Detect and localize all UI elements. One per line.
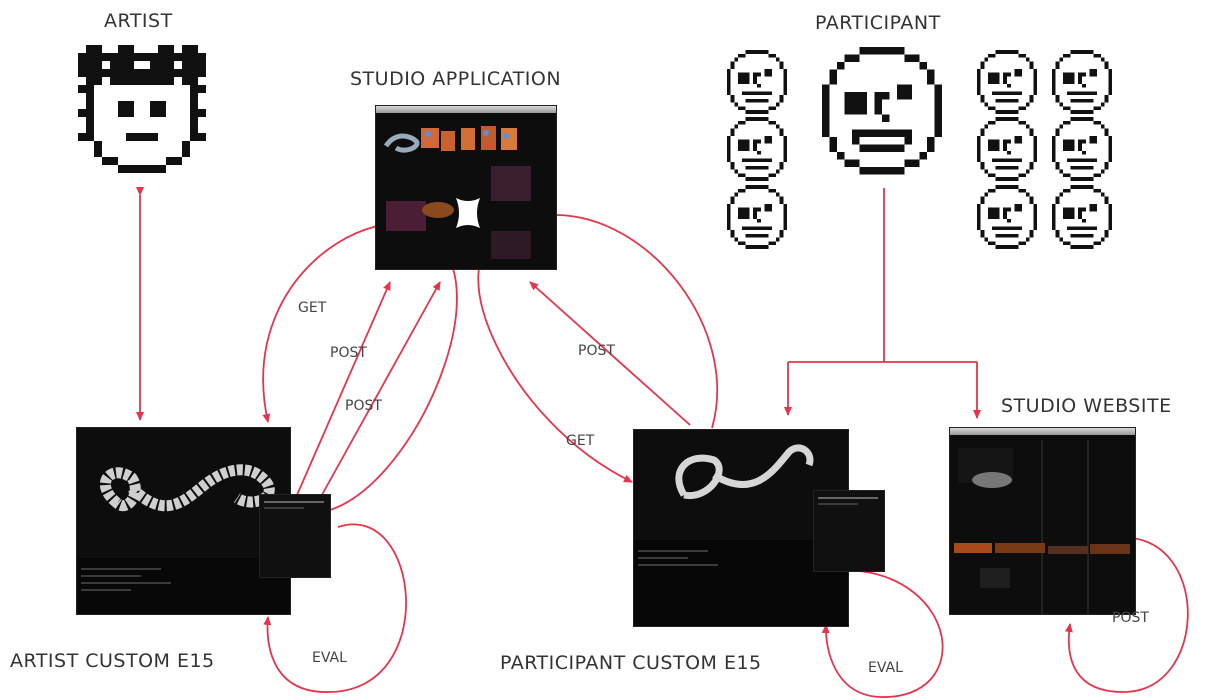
artist-e15-artwork (77, 464, 290, 614)
studio-application-screenshot (376, 106, 556, 269)
studio-website-screenshot (950, 428, 1135, 614)
studio-website-artwork (954, 440, 1130, 614)
edge-post1-artist-e15-to-studio (296, 281, 391, 496)
window-titlebar (376, 106, 556, 113)
edge-post-participant-e15-to-studio (529, 281, 691, 426)
pixel-artist-face-icon (78, 45, 206, 173)
node-label-artist-custom-e15: ARTIST CUSTOM E15 (10, 650, 215, 672)
edge-loop-studio-artist-e15 (329, 234, 458, 511)
node-label-studio-application: STUDIO APPLICATION (350, 68, 562, 90)
participant-e15-code-panel (814, 491, 884, 571)
pixel-smiley-face-icon (1051, 50, 1113, 114)
edge-loop-studio-participant-e15 (554, 214, 718, 429)
artist-custom-e15-screenshot (77, 428, 290, 614)
pixel-smiley-face-icon (726, 50, 788, 114)
edge-label-post-website: POST (1112, 610, 1149, 626)
edge-label-post-2: POST (345, 398, 382, 414)
edge-label-get-participant: GET (566, 433, 595, 449)
window-titlebar (950, 428, 1135, 435)
node-label-artist: ARTIST (104, 10, 173, 32)
edge-label-post-1: POST (330, 345, 367, 361)
edge-label-get-artist: GET (298, 300, 327, 316)
pixel-smiley-face-icon (1051, 117, 1113, 181)
pixel-smiley-face-icon (976, 185, 1038, 249)
pixel-smiley-face-icon (976, 117, 1038, 181)
edge-label-eval-artist: EVAL (312, 650, 347, 666)
pixel-smiley-face-icon (1051, 185, 1113, 249)
node-label-participant: PARTICIPANT (815, 12, 941, 34)
pixel-smiley-face-icon (822, 47, 942, 175)
pixel-smiley-face-icon (726, 117, 788, 181)
edge-post-website (1064, 537, 1189, 693)
artist-e15-code-panel (260, 495, 330, 577)
participant-custom-e15-screenshot (634, 430, 848, 626)
edge-post2-artist-e15-to-studio (317, 281, 441, 503)
edge-label-eval-participant: EVAL (868, 660, 903, 676)
edge-label-post-participant: POST (578, 343, 615, 359)
node-label-studio-website: STUDIO WEBSITE (1001, 395, 1172, 417)
edge-eval-artist-e15 (263, 523, 407, 693)
node-label-participant-custom-e15: PARTICIPANT CUSTOM E15 (500, 652, 762, 674)
pixel-smiley-face-icon (726, 185, 788, 249)
pixel-smiley-face-icon (976, 50, 1038, 114)
edge-get-studio-to-participant-e15 (477, 235, 633, 483)
participant-e15-artwork (634, 444, 848, 626)
studio-app-artwork (383, 126, 531, 259)
edge-eval-participant-e15 (821, 569, 944, 698)
